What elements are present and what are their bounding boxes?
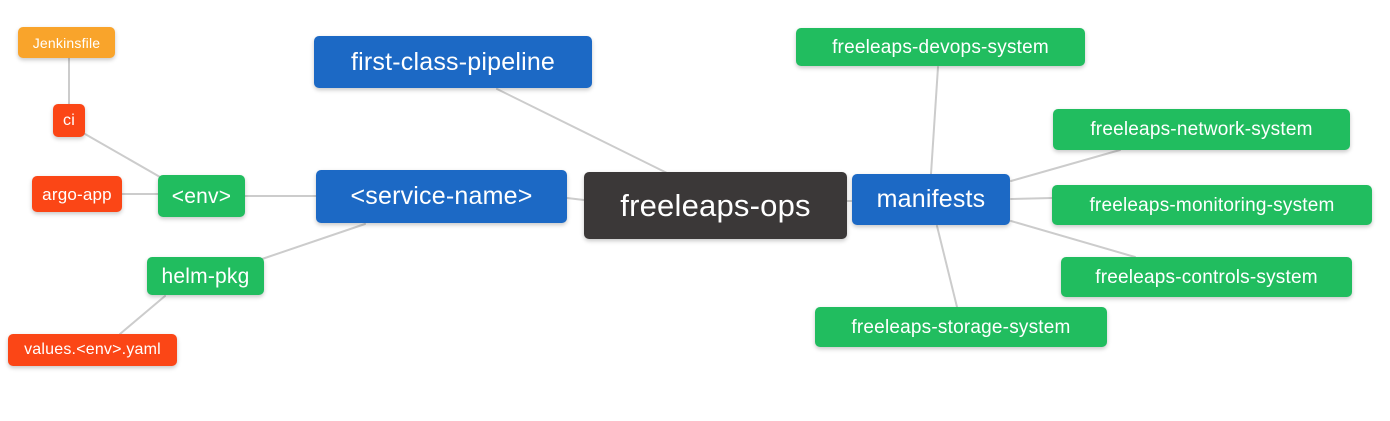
edge-manifests-to-freeleaps-monitoring-system <box>1010 197 1053 200</box>
edge-helm-pkg-to-values-env-yaml <box>119 295 166 335</box>
edge-manifests-to-freeleaps-devops-system <box>930 66 939 175</box>
node-jenkinsfile[interactable]: Jenkinsfile <box>18 27 115 58</box>
node-freeleaps-storage-system[interactable]: freeleaps-storage-system <box>815 307 1107 347</box>
edge-service-name-to-helm-pkg <box>261 223 366 260</box>
node-freeleaps-ops[interactable]: freeleaps-ops <box>584 172 847 239</box>
edge-ci-to-env <box>84 133 161 178</box>
edge-manifests-to-freeleaps-controls-system <box>1010 220 1136 258</box>
node-freeleaps-devops-system[interactable]: freeleaps-devops-system <box>796 28 1085 66</box>
node-ci[interactable]: ci <box>53 104 85 137</box>
node-freeleaps-network-system[interactable]: freeleaps-network-system <box>1053 109 1350 150</box>
edge-first-class-pipeline-to-freeleaps-ops <box>496 88 668 174</box>
node-service-name[interactable]: <service-name> <box>316 170 567 223</box>
edge-manifests-to-freeleaps-network-system <box>1010 149 1121 182</box>
node-freeleaps-monitoring-system[interactable]: freeleaps-monitoring-system <box>1052 185 1372 225</box>
node-first-class-pipeline[interactable]: first-class-pipeline <box>314 36 592 88</box>
node-values-env-yaml[interactable]: values.<env>.yaml <box>8 334 177 366</box>
node-env[interactable]: <env> <box>158 175 245 217</box>
node-helm-pkg[interactable]: helm-pkg <box>147 257 264 295</box>
edge-manifests-to-freeleaps-storage-system <box>936 225 958 308</box>
node-manifests[interactable]: manifests <box>852 174 1010 225</box>
node-freeleaps-controls-system[interactable]: freeleaps-controls-system <box>1061 257 1352 297</box>
edge-service-name-to-freeleaps-ops <box>566 197 585 201</box>
node-argo-app[interactable]: argo-app <box>32 176 122 212</box>
